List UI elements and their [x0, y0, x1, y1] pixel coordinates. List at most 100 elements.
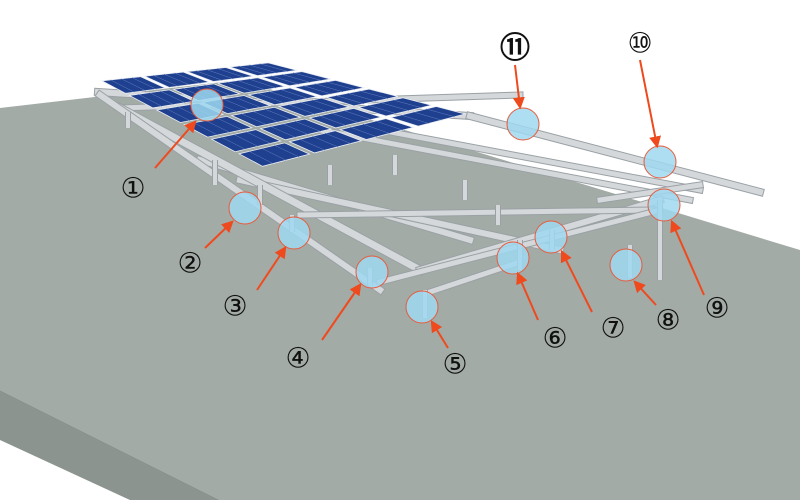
panel-cell-line — [221, 136, 246, 150]
callout-arrow — [154, 120, 197, 169]
panel-cell-line — [375, 120, 403, 131]
panel-cell-line — [165, 108, 190, 121]
callout-c10: ⑩ — [627, 27, 677, 179]
panel-cell-line — [343, 110, 372, 120]
rail — [115, 103, 425, 275]
callout-arrow — [633, 280, 657, 306]
callout-arrow — [430, 319, 449, 349]
panel-cell-line — [281, 74, 311, 83]
rail — [377, 127, 703, 193]
panel-cell-line — [312, 135, 338, 148]
callout-arrow — [516, 271, 539, 321]
callout-number: ⑤ — [442, 348, 467, 381]
panel-cell-line — [319, 115, 346, 126]
rail — [597, 182, 703, 203]
panel-cell-line — [303, 85, 332, 95]
callout-number: ⑩ — [627, 27, 652, 60]
callout-c3: ③ — [222, 216, 311, 323]
panel-cell-line — [241, 113, 267, 125]
panel-cell-line — [292, 72, 322, 81]
panel-cell-line — [264, 108, 291, 120]
panel-cell-line — [350, 126, 377, 138]
panel-cell-line — [217, 117, 243, 131]
callout-highlight-circle — [506, 107, 540, 141]
panel-cell-line — [149, 92, 174, 105]
panel-cell-line — [294, 120, 321, 132]
panel-cell-line — [347, 92, 376, 102]
panel-cell-line — [280, 89, 308, 99]
callout-arrow — [256, 246, 287, 291]
callout-highlight-circle — [190, 88, 224, 122]
callout-number: ③ — [222, 290, 247, 323]
panel-cell-line — [324, 132, 351, 144]
panel-cell-line — [195, 70, 223, 81]
panel-cell-line — [288, 104, 316, 115]
panel-cell-line — [193, 122, 218, 136]
panel-cell-line — [331, 112, 359, 123]
panel-cell-line — [249, 151, 274, 164]
panel-cell-line — [245, 131, 271, 144]
panel-cell-line — [261, 148, 287, 161]
callout-number: ⑥ — [542, 322, 567, 355]
panel-cell-line — [312, 99, 340, 110]
callout-arrow — [512, 64, 525, 110]
panel-cell-line — [413, 111, 442, 121]
panel-cell-line — [274, 145, 300, 158]
panel-cell-line — [270, 126, 296, 138]
panel-cell-line — [160, 90, 185, 103]
ground-front-side — [0, 390, 220, 500]
panel-cell-line — [359, 90, 389, 99]
callout-arrow — [639, 59, 662, 149]
panel-cell-line — [217, 68, 245, 78]
panel-cell-line — [380, 102, 409, 111]
panel-cell-line — [163, 73, 190, 86]
callout-highlight-circle — [643, 145, 677, 179]
callout-c4: ④ — [285, 255, 389, 375]
callout-highlight-circle — [355, 255, 389, 289]
panel-cell-line — [252, 111, 279, 123]
callout-highlight-circle — [228, 191, 262, 225]
panel-cell-line — [269, 91, 296, 101]
callout-arrow — [670, 219, 705, 296]
panel-cell-line — [233, 134, 258, 147]
panel-cell-line — [249, 64, 278, 74]
panel-cell-line — [257, 93, 285, 104]
panel-cell-line — [426, 108, 455, 117]
callout-number: ⑧ — [655, 304, 680, 337]
callout-c8: ⑧ — [609, 248, 681, 337]
panel-cell-line — [205, 120, 230, 133]
solar-panel-array — [100, 62, 467, 167]
panel-cell-line — [335, 95, 364, 105]
callout-arrow — [204, 220, 234, 249]
panel-cell-line — [206, 69, 234, 80]
panel-cell-line — [174, 72, 201, 84]
callout-c6: ⑥ — [496, 241, 568, 355]
panel-cell-line — [326, 81, 355, 90]
panel-cell-line — [392, 99, 422, 108]
panel-cell-line — [299, 139, 325, 151]
callout-number: ⑪ — [500, 31, 530, 66]
panel-cell-line — [368, 105, 397, 114]
callout-number: ② — [177, 247, 202, 280]
callout-c11: ⑪ — [500, 31, 540, 141]
callout-highlight-circle — [277, 216, 311, 250]
panel-cell-line — [400, 114, 429, 124]
panel-cell-line — [131, 77, 157, 90]
panel-cell-line — [121, 78, 146, 91]
callout-c9: ⑨ — [647, 188, 730, 325]
panel-cell-line — [223, 98, 249, 110]
callout-c1: ① — [120, 88, 224, 205]
panel-cell-line — [362, 123, 390, 134]
panel-cell-line — [153, 75, 179, 87]
callout-highlight-circle — [405, 290, 439, 324]
callout-arrow — [321, 283, 362, 341]
panel-cell-line — [237, 80, 265, 91]
panel-cell-line — [234, 96, 261, 108]
callout-number: ④ — [285, 342, 310, 375]
callout-highlight-circle — [534, 220, 568, 254]
callout-c2: ② — [177, 191, 262, 280]
rail — [317, 127, 693, 203]
